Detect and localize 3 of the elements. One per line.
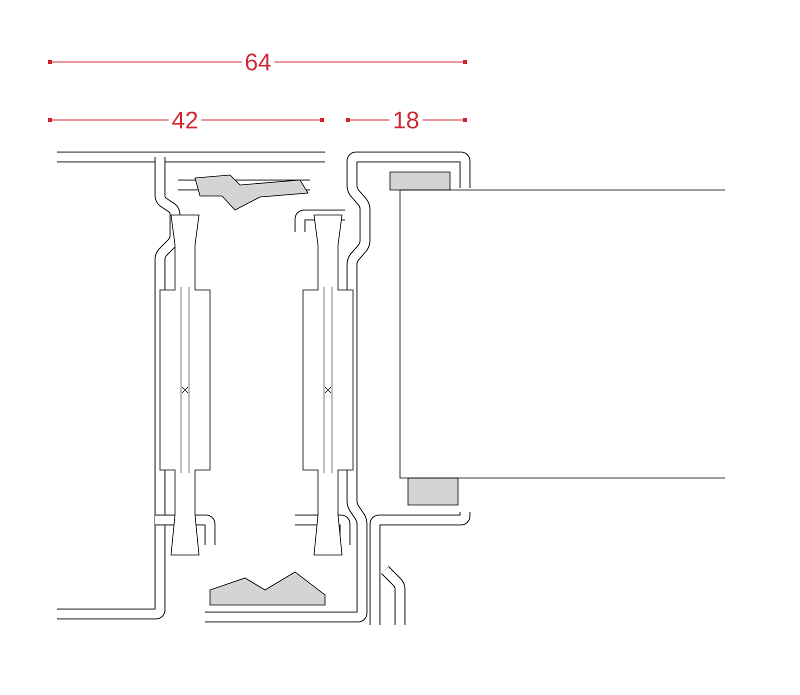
dimension-label: 42 bbox=[168, 108, 202, 132]
dimension-label: 18 bbox=[390, 108, 422, 132]
dimension-label: 64 bbox=[242, 50, 274, 74]
